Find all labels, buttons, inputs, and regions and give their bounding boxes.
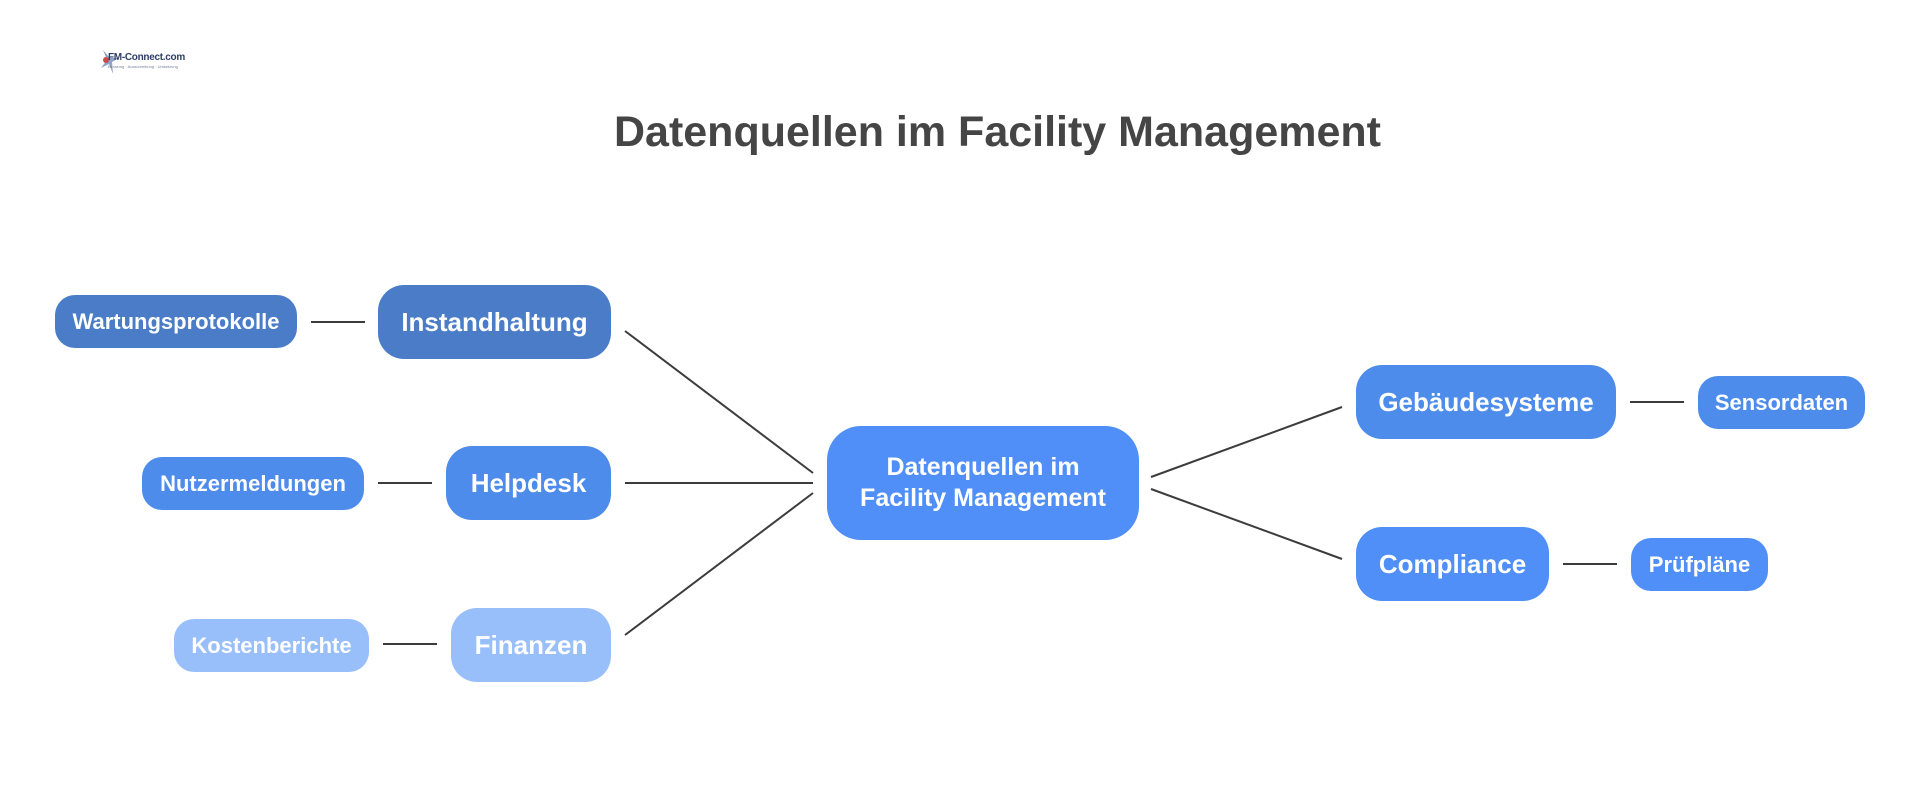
connector-instandhaltung-center bbox=[624, 330, 814, 474]
node-kostenberichte: Kostenberichte bbox=[174, 619, 369, 672]
node-sensordaten: Sensordaten bbox=[1698, 376, 1865, 429]
node-nutzermeldungen: Nutzermeldungen bbox=[142, 457, 364, 510]
fm-connect-logo bbox=[101, 50, 119, 74]
node-instandhaltung: Instandhaltung bbox=[378, 285, 611, 359]
node-gebaeudesysteme: Gebäudesysteme bbox=[1356, 365, 1616, 439]
node-finanzen: Finanzen bbox=[451, 608, 611, 682]
node-pruefplaene: Prüfpläne bbox=[1631, 538, 1768, 591]
node-wartungsprotokolle: Wartungsprotokolle bbox=[55, 295, 297, 348]
node-compliance: Compliance bbox=[1356, 527, 1549, 601]
logo-text: FM-Connect.com bbox=[108, 52, 185, 63]
diagram-title: Datenquellen im Facility Management bbox=[613, 108, 1381, 156]
center-node: Datenquellen im Facility Management bbox=[827, 426, 1139, 540]
connector-finanzen-center bbox=[624, 492, 814, 636]
connector-center-compliance bbox=[1150, 488, 1343, 560]
logo-subtext: Beratung · Ausschreibung · Umsetzung bbox=[108, 64, 178, 69]
node-helpdesk: Helpdesk bbox=[446, 446, 611, 520]
connector-center-gebaeudesysteme bbox=[1150, 406, 1343, 478]
